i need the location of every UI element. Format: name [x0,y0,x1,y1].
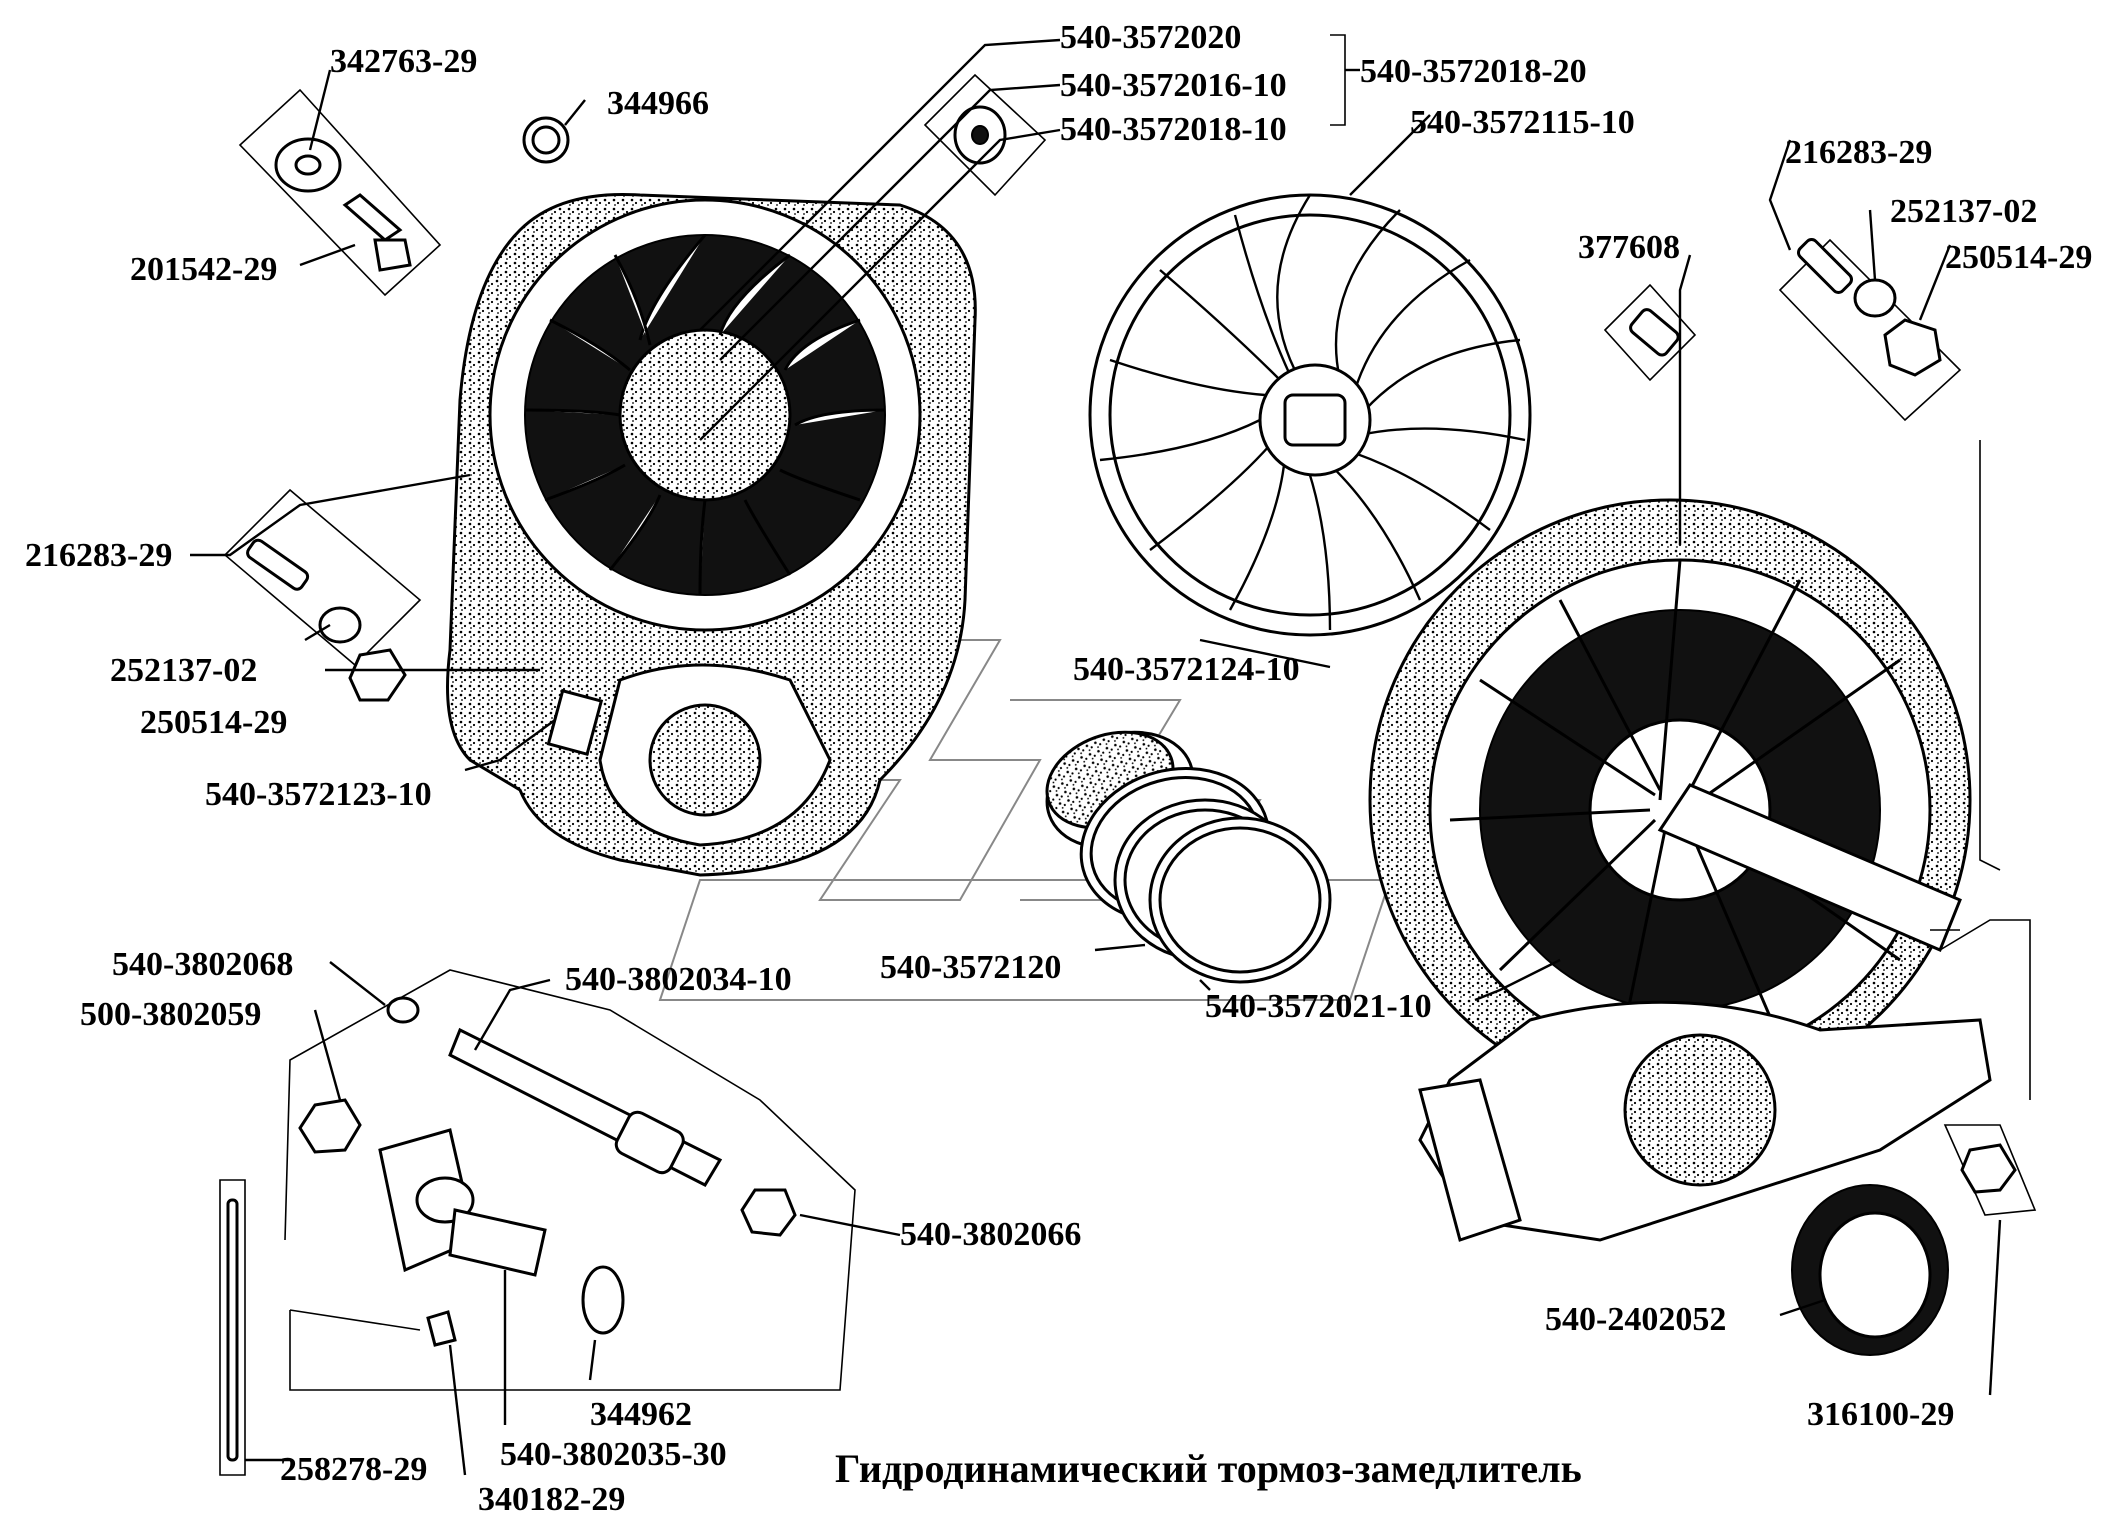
label-540-3572124-10: 540-3572124-10 [1073,651,1300,688]
label-250514-29-left: 250514-29 [140,704,287,741]
small-parts [219,73,2037,1476]
left-housing-vanes [524,234,886,596]
label-540-3802068: 540-3802068 [112,946,293,983]
label-340182-29: 340182-29 [478,1481,625,1518]
label-540-3572016-10: 540-3572016-10 [1060,67,1287,104]
diagram-title: Гидродинамический тормоз-замедлитель [835,1446,1582,1491]
label-252137-02-right: 252137-02 [1890,193,2037,230]
label-540-3802035-30: 540-3802035-30 [500,1436,727,1473]
label-540-3572115-10: 540-3572115-10 [1410,104,1635,141]
label-540-2402052: 540-2402052 [1545,1301,1726,1338]
label-216283-29-right: 216283-29 [1785,134,1932,171]
label-540-3572018-10: 540-3572018-10 [1060,111,1287,148]
label-344962: 344962 [590,1396,692,1433]
label-540-3802066: 540-3802066 [900,1216,1081,1253]
label-252137-02-left: 252137-02 [110,652,257,689]
label-540-3572018-20: 540-3572018-20 [1360,53,1587,90]
label-258278-29: 258278-29 [280,1451,427,1488]
leader-lines [190,34,2031,1476]
label-316100-29: 316100-29 [1807,1396,1954,1433]
label-342763-29: 342763-29 [330,43,477,80]
part-labels: 342763-29 344966 201542-29 540-3572020 5… [25,19,2092,1518]
label-344966: 344966 [607,85,709,122]
label-377608: 377608 [1578,229,1680,266]
impeller-vanes [1099,194,1526,631]
label-540-3572021-10: 540-3572021-10 [1205,988,1432,1025]
right-housing-part [1368,498,1992,1242]
label-250514-29-right: 250514-29 [1945,239,2092,276]
label-540-3572123-10: 540-3572123-10 [205,776,432,813]
left-housing-part [446,192,977,877]
label-216283-29-left: 216283-29 [25,537,172,574]
label-540-3802034-10: 540-3802034-10 [565,961,792,998]
label-500-3802059: 500-3802059 [80,996,261,1033]
impeller-part [1088,193,1532,637]
label-540-3572020: 540-3572020 [1060,19,1241,56]
seal-rings-part [1045,730,1332,984]
label-201542-29: 201542-29 [130,251,277,288]
label-540-3572120: 540-3572120 [880,949,1061,986]
